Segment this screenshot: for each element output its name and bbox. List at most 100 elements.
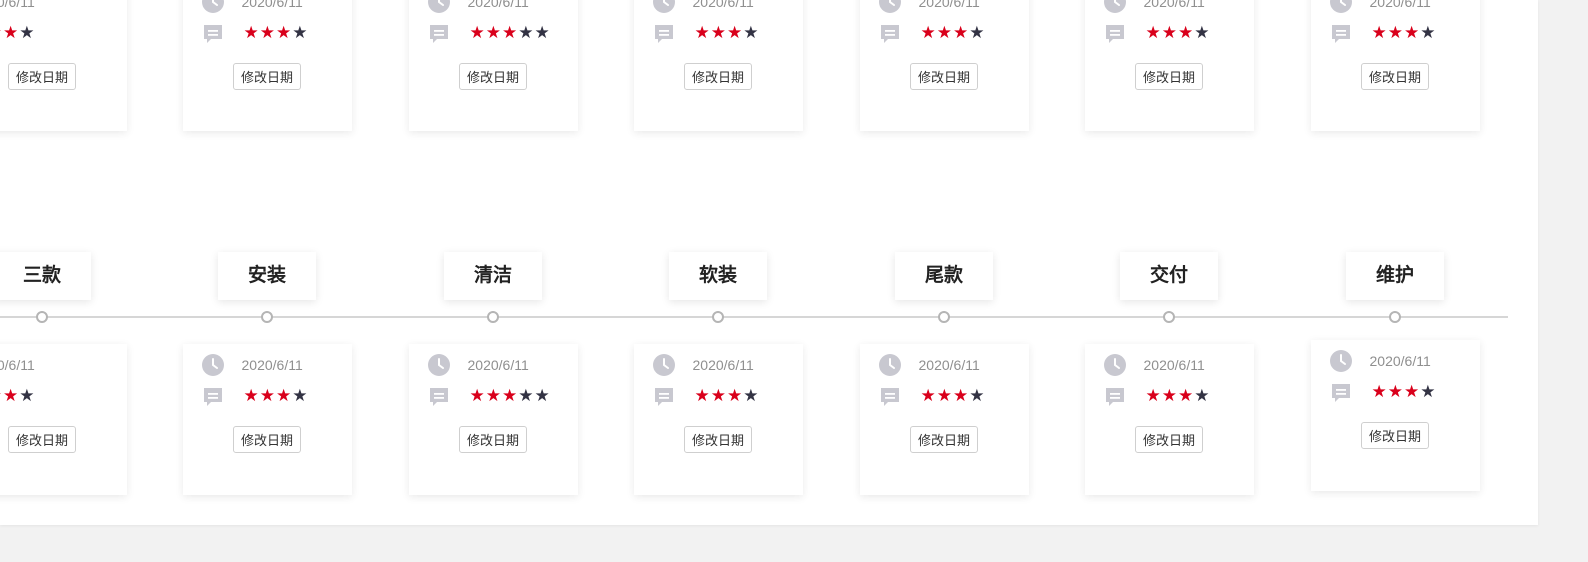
- date-row: 2020/6/11: [183, 0, 352, 15]
- clock-icon: [652, 0, 675, 13]
- date-text: 2020/6/11: [1143, 357, 1205, 373]
- date-text: 2020/6/11: [1369, 0, 1431, 10]
- rating-row: ★★★★: [1085, 22, 1254, 46]
- stage-card: 2020/6/11★★★★修改日期: [1084, 344, 1254, 495]
- stage-label: 三款: [0, 252, 91, 300]
- stars-empty: ★: [743, 386, 760, 405]
- stage-card: 2020/6/11 ★★★★ 修改日期: [182, 344, 352, 495]
- stars-empty: ★: [292, 386, 309, 405]
- date-text: 2020/6/11: [0, 357, 35, 373]
- date-row: 2020/6/11: [860, 0, 1029, 15]
- modify-date-button[interactable]: 修改日期: [909, 426, 979, 453]
- stars-empty: ★: [969, 23, 986, 42]
- modify-date-button[interactable]: 修改日期: [1134, 63, 1204, 90]
- stars-empty: ★: [969, 386, 986, 405]
- date-text: 2020/6/11: [918, 0, 980, 10]
- stars-filled: ★★★: [1371, 382, 1421, 401]
- rating-row: ★★★★: [183, 385, 352, 409]
- stars-filled: ★★★: [694, 386, 744, 405]
- rating-row: ★★★★: [634, 385, 803, 409]
- date-row: 2020/6/11: [409, 0, 578, 15]
- modify-date-button[interactable]: 修改日期: [458, 426, 528, 453]
- stars-filled: ★★★: [1145, 23, 1195, 42]
- rating-row: ★★★★: [634, 22, 803, 46]
- stage-label: 安装: [218, 252, 316, 300]
- comment-icon: [1104, 386, 1126, 408]
- rating-row: ★★★★: [183, 22, 352, 46]
- stars-empty: ★: [743, 23, 760, 42]
- stage-card: 2020/6/11 ★★★★ 修改日期: [859, 0, 1029, 131]
- stars-filled: ★★★: [920, 23, 970, 42]
- stars-filled: ★★★: [1145, 386, 1195, 405]
- star-rating: ★★★★: [1372, 22, 1437, 44]
- comment-icon: [1104, 23, 1126, 45]
- timeline-node: [1389, 311, 1401, 323]
- stage-card: 2020/6/11 ★★★★ 修改日期: [1310, 0, 1480, 131]
- timeline-node: [1163, 311, 1175, 323]
- modify-date-button[interactable]: 修改日期: [909, 63, 979, 90]
- stage-label: 清洁: [444, 252, 542, 300]
- clock-icon: [878, 354, 901, 376]
- stage-card: 2020/6/11 ★★★★ 修改日期: [633, 0, 803, 131]
- comment-icon: [879, 386, 901, 408]
- comment-icon: [202, 23, 224, 45]
- modify-date-button[interactable]: 修改日期: [683, 63, 753, 90]
- stars-empty: ★: [1194, 23, 1211, 42]
- date-row: 2020/6/11: [183, 354, 352, 378]
- rating-row: ★★★★: [860, 22, 1029, 46]
- modify-date-button[interactable]: 修改日期: [1134, 426, 1204, 453]
- clock-icon: [1103, 0, 1126, 13]
- date-text: 2020/6/11: [1143, 0, 1205, 10]
- clock-icon: [652, 354, 675, 376]
- star-rating: ★★★★: [695, 22, 760, 44]
- modify-date-button[interactable]: 修改日期: [683, 426, 753, 453]
- timeline-node: [487, 311, 499, 323]
- comment-icon: [653, 23, 675, 45]
- stars-filled: ★★★: [243, 23, 293, 42]
- stars-empty: ★: [292, 23, 309, 42]
- timeline-line: [0, 316, 1508, 318]
- timeline-node: [36, 311, 48, 323]
- timeline-node: [712, 311, 724, 323]
- stage-label: 软装: [669, 252, 767, 300]
- date-text: 2020/6/11: [692, 0, 754, 10]
- date-text: 2020/6/11: [241, 0, 303, 10]
- comment-icon: [1330, 382, 1352, 404]
- date-row: 2020/6/11: [1311, 350, 1480, 374]
- comment-icon: [1330, 23, 1352, 45]
- stars-filled: ★★★: [469, 23, 519, 42]
- modify-date-button[interactable]: 修改日期: [1360, 63, 1430, 90]
- stage-card: 2020/6/11★★★★★修改日期: [408, 0, 578, 131]
- stage-card: 2020/6/11 ★★★★ 修改日期: [182, 0, 352, 131]
- star-rating: ★★★★: [0, 22, 35, 44]
- date-text: 2020/6/11: [467, 357, 529, 373]
- stars-filled: ★★★: [920, 386, 970, 405]
- comment-icon: [202, 386, 224, 408]
- clock-icon: [1329, 0, 1352, 13]
- modify-date-button[interactable]: 修改日期: [7, 63, 77, 90]
- date-text: 2020/6/11: [467, 0, 529, 10]
- date-row: 2020/6/11: [1311, 0, 1480, 15]
- stage-card: 2020/6/11 ★★★★ 修改日期: [1310, 340, 1480, 491]
- modify-date-button[interactable]: 修改日期: [1360, 422, 1430, 449]
- main-panel: 2020/6/11★★★★修改日期2020/6/11★★★★修改日期2020/6…: [0, 0, 1538, 525]
- date-text: 2020/6/11: [0, 0, 35, 10]
- date-row: 2020/6/11: [634, 354, 803, 378]
- stars-empty: ★: [19, 386, 36, 405]
- modify-date-button[interactable]: 修改日期: [232, 63, 302, 90]
- comment-icon: [653, 386, 675, 408]
- stars-filled: ★★★: [0, 386, 20, 405]
- clock-icon: [1103, 354, 1126, 376]
- stage-card: 2020/6/11★★★★★修改日期: [408, 344, 578, 495]
- modify-date-button[interactable]: 修改日期: [7, 426, 77, 453]
- stars-empty: ★: [1420, 382, 1437, 401]
- date-text: 2020/6/11: [241, 357, 303, 373]
- date-text: 2020/6/11: [1369, 353, 1431, 369]
- modify-date-button[interactable]: 修改日期: [232, 426, 302, 453]
- modify-date-button[interactable]: 修改日期: [458, 63, 528, 90]
- stage-label: 维护: [1346, 252, 1444, 300]
- stage-card: 2020/6/11 ★★★★ 修改日期: [0, 0, 127, 131]
- date-row: 2020/6/11: [860, 354, 1029, 378]
- comment-icon: [879, 23, 901, 45]
- rating-row: ★★★★: [1311, 381, 1480, 405]
